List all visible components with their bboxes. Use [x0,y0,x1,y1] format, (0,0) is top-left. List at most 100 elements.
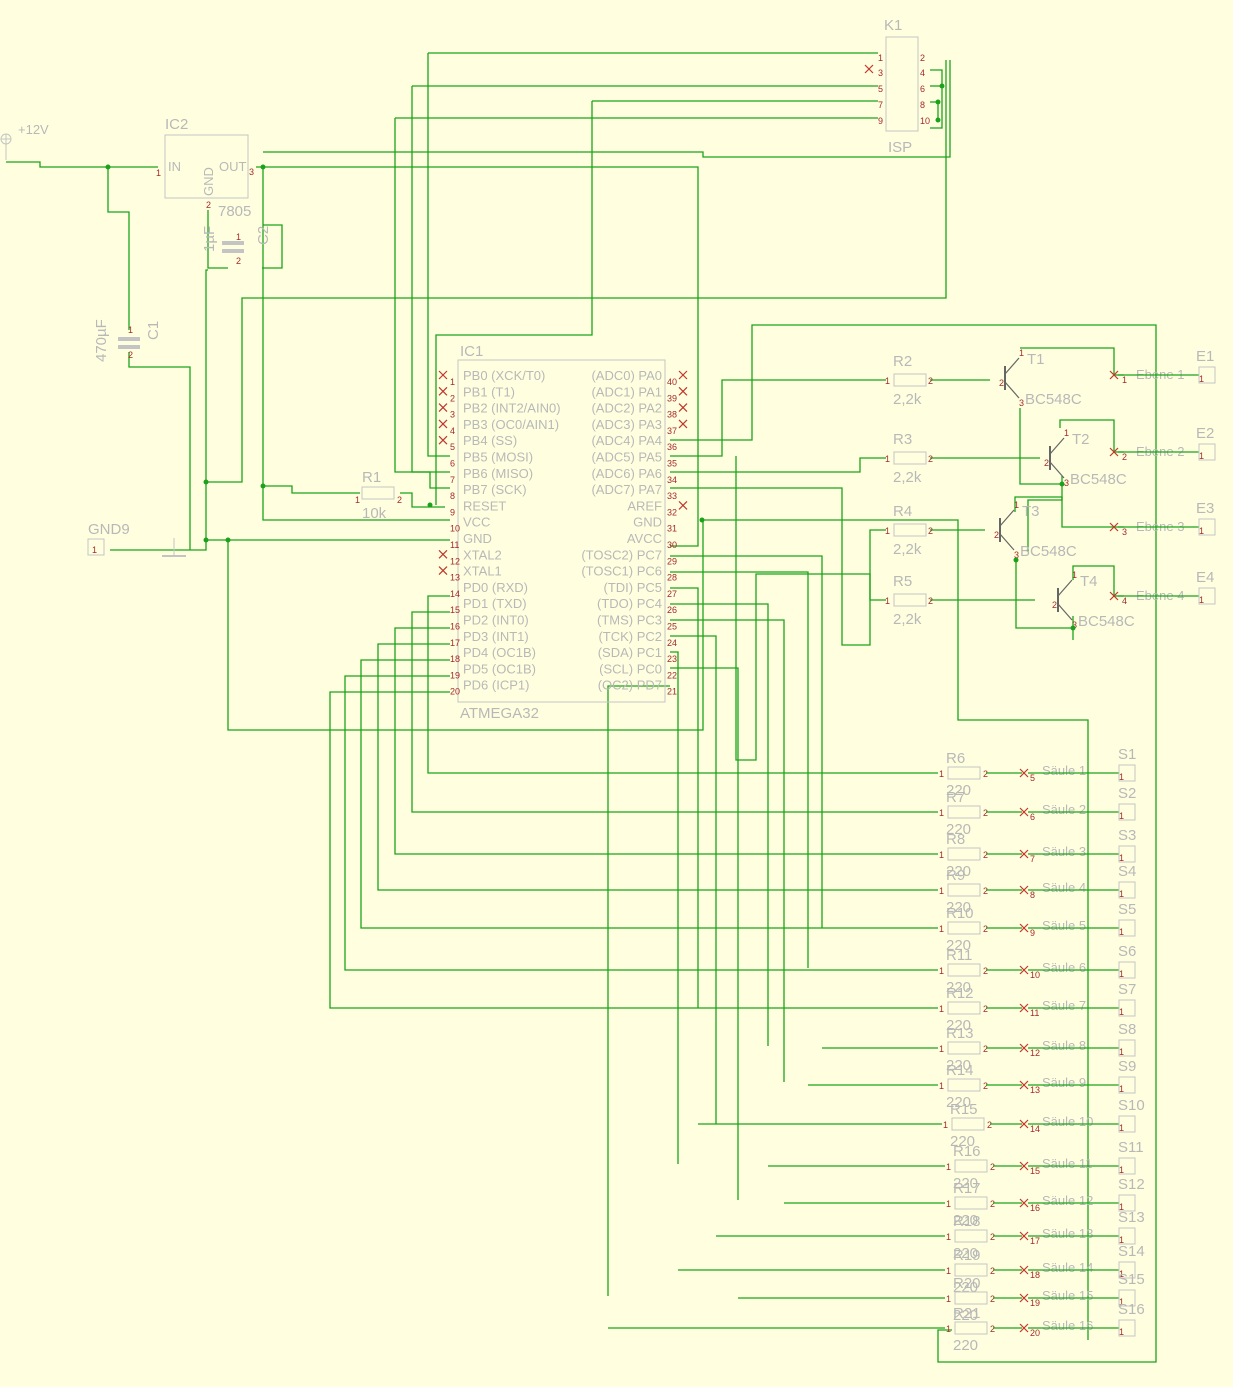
svg-text:1: 1 [939,1004,944,1014]
column-resistor-value: 220 [946,899,971,916]
svg-text:7: 7 [1030,854,1035,864]
svg-text:1: 1 [939,850,944,860]
mcu-pin-right: (ADC7) PA7 [591,482,662,497]
wire [6,161,158,168]
c2-value: 1µF [201,226,218,252]
mcu-pin-left: PD5 (OC1B) [463,661,536,676]
column-connector [1118,919,1136,937]
svg-text:1: 1 [939,966,944,976]
svg-text:1: 1 [1199,595,1204,605]
svg-text:1: 1 [878,53,883,63]
c1-name: C1 [145,321,162,340]
column-resistor-name: R15 [950,1101,978,1118]
column-resistor-value: 220 [953,1307,978,1324]
column-resistor-name: R13 [946,1025,974,1042]
wire [1027,484,1063,552]
svg-text:1: 1 [885,596,890,606]
column-resistor-name: R10 [946,905,974,922]
column-resistor-value: 220 [946,821,971,838]
svg-text:1: 1 [1119,1007,1124,1017]
svg-text:1: 1 [1119,1297,1124,1307]
wire [435,101,593,505]
mcu-pin-number: 16 [450,622,460,632]
mcu-pin-left: GND [463,531,492,546]
column-connector-name: S3 [1118,827,1136,844]
svg-text:20: 20 [1030,1328,1040,1338]
column-resistor [947,766,981,780]
mcu-pin-number: 40 [667,377,677,387]
mcu-pin-number: 22 [667,670,677,680]
mcu-pin-number: 4 [450,426,455,436]
column-resistor [947,1001,981,1015]
layer-connector-name: E3 [1196,500,1214,517]
mcu-pin-number: 3 [450,410,455,420]
transistor-name: T3 [1022,503,1040,520]
wire [1059,419,1124,453]
column-connector-name: S8 [1118,1021,1136,1038]
svg-text:1: 1 [946,1162,951,1172]
svg-text:1: 1 [946,1232,951,1242]
column-resistor-value: 220 [946,937,971,954]
mcu-pin-number: 30 [667,540,677,550]
layer-connector-name: E2 [1196,425,1214,442]
mcu-pin-right: (TDI) PC5 [604,580,663,595]
column-connector-name: S4 [1118,863,1136,880]
wire [207,210,228,269]
transistor-value: BC548C [1078,613,1135,630]
layer-connector [1198,587,1216,605]
svg-text:1: 1 [1064,428,1069,438]
vcc-supply: +12V [0,122,49,160]
svg-text:1: 1 [1119,969,1124,979]
svg-text:2: 2 [920,53,925,63]
svg-text:10: 10 [920,116,930,126]
wire [400,492,445,508]
wire [263,166,699,547]
wire [670,457,886,473]
column-net-label: Säule 2 [1042,802,1086,817]
svg-text:2: 2 [928,376,933,386]
layer-resistor-value: 2,2k [893,469,922,486]
gnd-connector-label: GND9 [88,521,130,538]
svg-text:9: 9 [1030,928,1035,938]
wire [702,519,1089,1340]
svg-text:3: 3 [878,68,883,78]
column-resistor-value: 220 [946,1094,971,1111]
column-net-label: Säule 16 [1042,1318,1093,1333]
svg-text:1: 1 [1199,451,1204,461]
column-connector-name: S11 [1118,1139,1144,1156]
column-connector [1118,1157,1136,1175]
column-resistor [947,1041,981,1055]
wire [670,379,886,457]
column-resistor-value: 220 [946,1057,971,1074]
svg-text:1: 1 [1119,1327,1124,1337]
mcu-pin-right: (ADC3) PA3 [591,417,662,432]
mcu-pin-right: (ADC5) PA5 [591,450,662,465]
wire [263,60,951,158]
mcu-pin-number: 14 [450,589,460,599]
mcu-pin-number: 24 [667,638,677,648]
c2-name: C2 [255,226,272,245]
mcu-pin-right: (ADC4) PA4 [591,433,662,448]
capacitor-c1: 1 2 C1 470µF [93,319,162,362]
transistor-value: BC548C [1025,391,1082,408]
svg-text:2: 2 [983,886,988,896]
mcu-name: IC1 [460,343,483,360]
column-connector-name: S9 [1118,1058,1136,1075]
mcu-pin-number: 17 [450,638,460,648]
column-resistor [951,1117,985,1131]
column-resistor-value: 220 [953,1337,978,1354]
svg-text:4: 4 [920,68,925,78]
column-connector [1118,881,1136,899]
column-net-label: Säule 7 [1042,998,1086,1013]
column-resistor-value: 220 [946,979,971,996]
mcu-pin-number: 2 [450,393,455,403]
column-resistor-name: R9 [946,867,965,884]
svg-text:8: 8 [920,100,925,110]
